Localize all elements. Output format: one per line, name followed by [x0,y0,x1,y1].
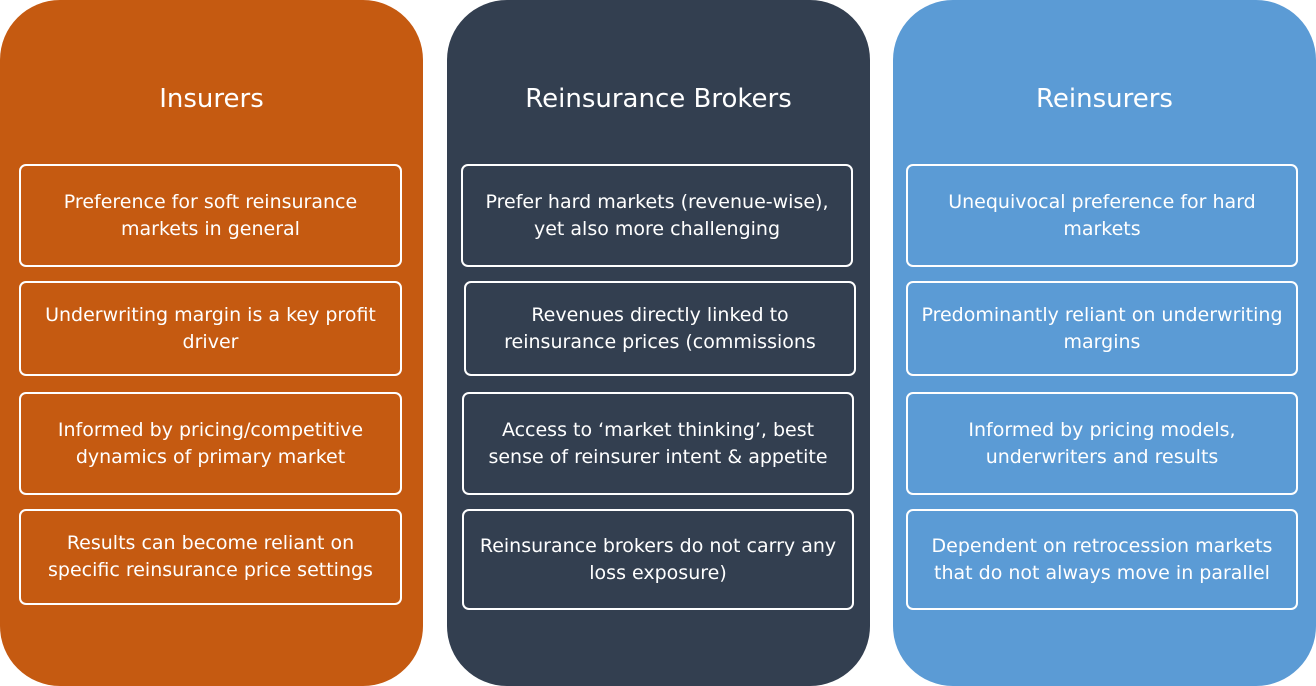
insurers-item-box: Preference for soft reinsurance markets … [19,164,402,267]
column-insurers: Insurers Preference for soft reinsurance… [0,0,423,686]
brokers-item-box: Reinsurance brokers do not carry any los… [462,509,854,610]
column-reinsurers: Reinsurers Unequivocal preference for ha… [893,0,1316,686]
reinsurers-item-box: Predominantly reliant on underwriting ma… [906,281,1298,376]
reinsurers-item-box: Informed by pricing models, underwriters… [906,392,1298,495]
reinsurers-item-box: Dependent on retrocession markets that d… [906,509,1298,610]
brokers-item-box: Revenues directly linked to reinsurance … [464,281,856,376]
brokers-item-box: Access to ‘market thinking’, best sense … [462,392,854,495]
insurers-item-box: Underwriting margin is a key profit driv… [19,281,402,376]
column-title: Insurers [159,84,264,114]
insurers-item-box: Informed by pricing/competitive dynamics… [19,392,402,495]
reinsurers-item-box: Unequivocal preference for hard markets [906,164,1298,267]
column-title: Reinsurers [1036,84,1173,114]
brokers-item-box: Prefer hard markets (revenue-wise), yet … [461,164,853,267]
column-reinsurance-brokers: Reinsurance Brokers Prefer hard markets … [447,0,870,686]
insurers-item-box: Results can become reliant on specific r… [19,509,402,605]
column-title: Reinsurance Brokers [525,84,792,114]
